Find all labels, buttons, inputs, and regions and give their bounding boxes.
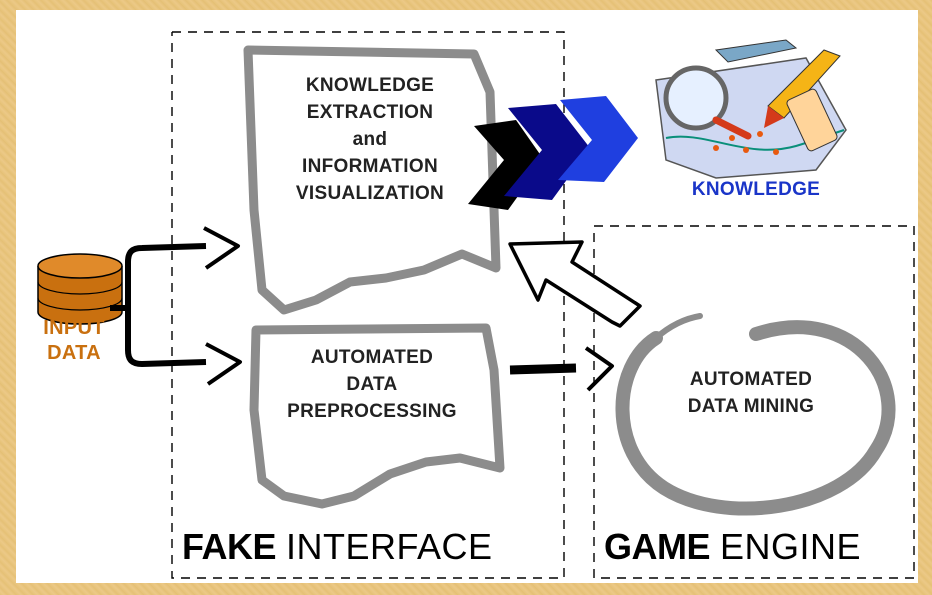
game-engine-title-light: ENGINE bbox=[720, 526, 862, 567]
game-engine-title-strong: GAME bbox=[604, 526, 711, 567]
input-data-label-line-2: DATA bbox=[47, 342, 101, 364]
arrow-preprocessing-to-mining-head bbox=[584, 346, 614, 392]
preprocessing-line-1: AUTOMATED bbox=[310, 347, 434, 368]
fake-interface-title-strong: FAKE bbox=[182, 526, 277, 567]
data-mining-line-2: DATA MINING bbox=[687, 396, 815, 417]
diagram-panel: INPUT DATA KNOWLEDGE EXTRACTION and INFO… bbox=[16, 10, 918, 583]
database-cylinder-icon bbox=[37, 253, 123, 325]
preprocessing-line-2: DATA bbox=[346, 374, 398, 395]
data-mining-line-1: AUTOMATED bbox=[689, 369, 813, 390]
preprocessing-shape bbox=[249, 323, 505, 509]
extraction-line-2: EXTRACTION bbox=[306, 102, 434, 123]
preprocessing-line-3: PREPROCESSING bbox=[287, 401, 457, 422]
knowledge-extraction-shape bbox=[243, 45, 501, 315]
fake-interface-boundary bbox=[171, 31, 565, 579]
extraction-line-4: INFORMATION bbox=[302, 156, 438, 177]
magnifier-map-clipart-icon bbox=[655, 39, 847, 179]
arrow-preprocessing-to-mining bbox=[509, 363, 577, 375]
preprocessing-label: AUTOMATED DATA PREPROCESSING bbox=[272, 344, 472, 425]
arrow-to-preprocessing bbox=[205, 342, 242, 386]
data-mining-ring-tail bbox=[653, 313, 703, 341]
chevron-arrow-black bbox=[468, 120, 544, 210]
extraction-line-3: and bbox=[352, 129, 388, 150]
game-engine-title: GAME ENGINE bbox=[604, 526, 861, 568]
extraction-line-5: VISUALIZATION bbox=[295, 183, 445, 204]
knowledge-extraction-label: KNOWLEDGE EXTRACTION and INFORMATION VIS… bbox=[260, 72, 480, 207]
knowledge-label: KNOWLEDGE bbox=[656, 176, 856, 203]
arrow-to-extraction bbox=[203, 226, 240, 270]
extraction-line-1: KNOWLEDGE bbox=[305, 75, 435, 96]
input-data-label-line-1: INPUT bbox=[43, 317, 105, 339]
arrow-mining-to-extraction bbox=[508, 240, 642, 328]
input-split-bracket bbox=[110, 243, 207, 367]
game-engine-boundary bbox=[593, 225, 915, 579]
fake-interface-title: FAKE INTERFACE bbox=[182, 526, 493, 568]
input-data-label: INPUT DATA bbox=[26, 316, 122, 366]
data-mining-ring bbox=[615, 320, 896, 516]
data-mining-label: AUTOMATED DATA MINING bbox=[656, 366, 846, 420]
diagram-canvas bbox=[37, 31, 915, 579]
chevron-arrow-blue bbox=[558, 96, 638, 182]
fake-interface-title-light: INTERFACE bbox=[286, 526, 493, 567]
knowledge-label-text: KNOWLEDGE bbox=[691, 179, 821, 200]
